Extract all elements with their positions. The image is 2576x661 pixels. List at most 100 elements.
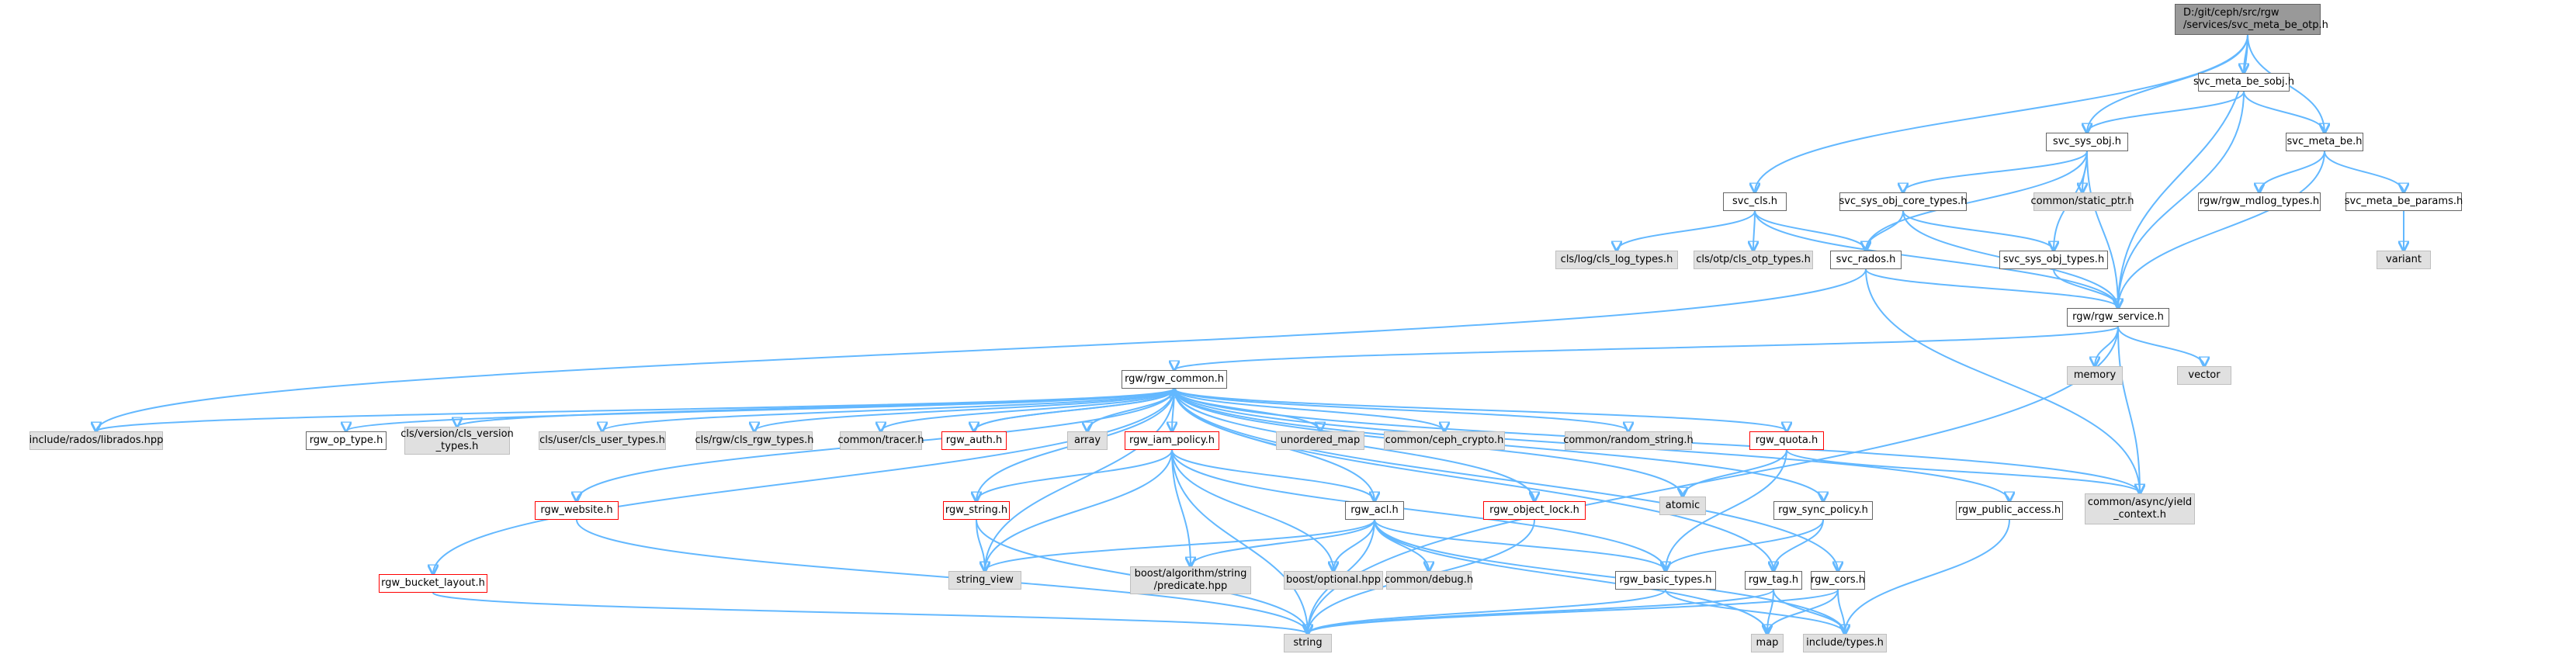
edge-rgw-bucket-layout-to-string: [432, 592, 1308, 634]
edge-rgw-service-to-rgw-common: [1174, 326, 2119, 370]
edge-meta-be-to-rgw-service: [2118, 151, 2325, 308]
node-variant: variant: [2377, 251, 2431, 269]
node-meta-be-sobj[interactable]: svc_meta_be_sobj.h: [2193, 73, 2294, 92]
node-rgw-service[interactable]: rgw/rgw_service.h: [2067, 308, 2169, 327]
node-random-string: common/random_string.h: [1563, 431, 1694, 450]
node-cls-rgw: cls/rgw/cls_rgw_types.h: [695, 431, 814, 450]
edge-rgw-acl-to-boost-optional: [1333, 519, 1375, 571]
node-memory: memory: [2067, 366, 2123, 385]
edge-sys-obj-core-types-to-sys-obj-types: [1902, 210, 2054, 251]
node-librados: include/rados/librados.hpp: [29, 431, 163, 450]
node-rgw-cors[interactable]: rgw_cors.h: [1811, 571, 1865, 590]
node-boost-optional: boost/optional.hpp: [1284, 571, 1383, 590]
edge-rados-to-rgw-service: [1865, 268, 2118, 308]
edge-rgw-tag-to-types-h: [1773, 589, 1845, 634]
node-meta-be[interactable]: svc_meta_be.h: [2286, 133, 2363, 151]
edge-meta-be-to-mdlog-types: [2259, 151, 2325, 192]
node-cls-version: cls/version/cls_version _types.h: [400, 427, 514, 455]
node-static-ptr: common/static_ptr.h: [2030, 192, 2134, 211]
edge-rgw-common-to-rgw-op-type: [346, 388, 1175, 431]
edge-rgw-public-access-to-types-h: [1845, 519, 2010, 634]
node-string-view: string_view: [948, 571, 1021, 590]
node-debug: common/debug.h: [1385, 571, 1473, 590]
node-rgw-public-access[interactable]: rgw_public_access.h: [1956, 501, 2063, 520]
edge-rgw-acl-to-debug: [1374, 519, 1429, 571]
edge-rgw-sync-policy-to-rgw-tag: [1773, 519, 1824, 571]
edge-rgw-iam-policy-to-boost-optional: [1171, 449, 1333, 571]
node-rados[interactable]: svc_rados.h: [1830, 251, 1902, 269]
node-cls-user: cls/user/cls_user_types.h: [539, 431, 666, 450]
node-rgw-object-lock[interactable]: rgw_object_lock.h: [1483, 501, 1586, 520]
edge-sys-obj-to-rados: [1866, 151, 2088, 251]
node-rgw-website[interactable]: rgw_website.h: [535, 501, 619, 520]
edge-rgw-common-to-string-view: [985, 388, 1175, 571]
node-rgw-common[interactable]: rgw/rgw_common.h: [1122, 370, 1227, 389]
edge-rgw-string-to-string-view: [976, 519, 985, 571]
edge-rados-to-yield-context: [1865, 268, 2140, 493]
edge-rgw-iam-policy-to-rgw-acl: [1171, 449, 1375, 501]
edge-rgw-service-to-vector: [2117, 326, 2204, 366]
node-rgw-op-type[interactable]: rgw_op_type.h: [306, 431, 387, 450]
edge-rgw-website-to-string: [576, 519, 1308, 634]
edge-rgw-acl-to-string-view: [985, 519, 1375, 571]
edge-rgw-auth-to-rgw-common: [973, 389, 1174, 432]
edge-rgw-cors-to-string: [1308, 589, 1839, 634]
node-rgw-quota[interactable]: rgw_quota.h: [1749, 431, 1824, 450]
edge-sys-obj-to-rgw-service: [2086, 151, 2118, 308]
node-rgw-iam-policy[interactable]: rgw_iam_policy.h: [1125, 431, 1219, 450]
node-cls[interactable]: svc_cls.h: [1723, 192, 1787, 211]
node-rgw-acl[interactable]: rgw_acl.h: [1345, 501, 1404, 520]
node-cls-otp-types: cls/otp/cls_otp_types.h: [1694, 251, 1813, 269]
node-meta-be-params[interactable]: svc_meta_be_params.h: [2345, 192, 2463, 211]
node-rgw-sync-policy[interactable]: rgw_sync_policy.h: [1773, 501, 1873, 520]
edge-rgw-common-to-random-string: [1174, 388, 1628, 431]
node-rgw-bucket-layout[interactable]: rgw_bucket_layout.h: [379, 574, 487, 593]
edge-rgw-tag-to-string: [1308, 589, 1774, 634]
edge-rgw-common-to-rgw-quota: [1174, 388, 1787, 431]
edge-rgw-common-to-rgw-bucket-layout: [433, 388, 1175, 574]
node-sys-obj-core-types[interactable]: svc_sys_obj_core_types.h: [1839, 192, 1968, 211]
node-unordered-map: unordered_map: [1276, 431, 1364, 450]
edge-rgw-cors-to-map: [1767, 589, 1839, 634]
edge-meta-be-sobj-to-sys-obj: [2087, 91, 2245, 133]
edge-rgw-common-to-rgw-cors: [1174, 388, 1838, 571]
edge-rgw-acl-to-boost-predicate: [1191, 519, 1375, 566]
node-rgw-string[interactable]: rgw_string.h: [943, 501, 1010, 520]
node-string: string: [1284, 634, 1332, 652]
node-rgw-tag[interactable]: rgw_tag.h: [1745, 571, 1802, 590]
node-sys-obj[interactable]: svc_sys_obj.h: [2046, 133, 2128, 151]
edge-sys-obj-to-sys-obj-core-types: [1903, 151, 2088, 192]
edge-rgw-sync-policy-to-rgw-basic-types: [1666, 519, 1824, 571]
node-mdlog-types[interactable]: rgw/rgw_mdlog_types.h: [2198, 192, 2321, 211]
edge-rgw-acl-to-types-h: [1374, 519, 1845, 634]
node-atomic: atomic: [1659, 497, 1706, 515]
edge-cls-to-cls-log-types: [1617, 210, 1756, 251]
edge-rgw-acl-to-map: [1374, 519, 1767, 634]
edge-rgw-common-to-cls-rgw: [754, 388, 1175, 431]
edge-rgw-quota-to-atomic: [1683, 449, 1787, 497]
node-map: map: [1751, 634, 1784, 652]
edge-rgw-service-to-yield-context: [2117, 326, 2140, 493]
edge-root-to-cls: [1755, 34, 2248, 192]
edge-rgw-iam-policy-to-string-view: [985, 449, 1173, 571]
edge-cls-to-rados: [1754, 210, 1866, 251]
node-vector: vector: [2177, 366, 2231, 385]
node-rgw-auth[interactable]: rgw_auth.h: [941, 431, 1007, 450]
edge-rgw-common-to-ceph-crypto: [1174, 388, 1444, 431]
edge-meta-be-to-meta-be-params: [2324, 151, 2404, 192]
edge-rgw-iam-policy-to-boost-predicate: [1171, 449, 1191, 566]
edge-cls-to-rgw-service: [1754, 210, 2118, 308]
node-tracer: common/tracer.h: [837, 431, 924, 450]
node-boost-predicate: boost/algorithm/string /predicate.hpp: [1130, 566, 1251, 594]
edge-meta-be-sobj-to-meta-be: [2243, 91, 2325, 133]
node-rgw-basic-types[interactable]: rgw_basic_types.h: [1615, 571, 1716, 590]
edge-rgw-basic-types-to-types-h: [1665, 589, 1845, 634]
edge-rgw-basic-types-to-string: [1308, 589, 1666, 634]
edge-rgw-common-to-tracer: [881, 388, 1175, 431]
edge-rgw-cors-to-types-h: [1837, 589, 1845, 634]
edge-cls-to-cls-otp-types: [1753, 210, 1755, 251]
node-cls-log-types: cls/log/cls_log_types.h: [1555, 251, 1678, 269]
node-sys-obj-types[interactable]: svc_sys_obj_types.h: [1999, 251, 2108, 269]
